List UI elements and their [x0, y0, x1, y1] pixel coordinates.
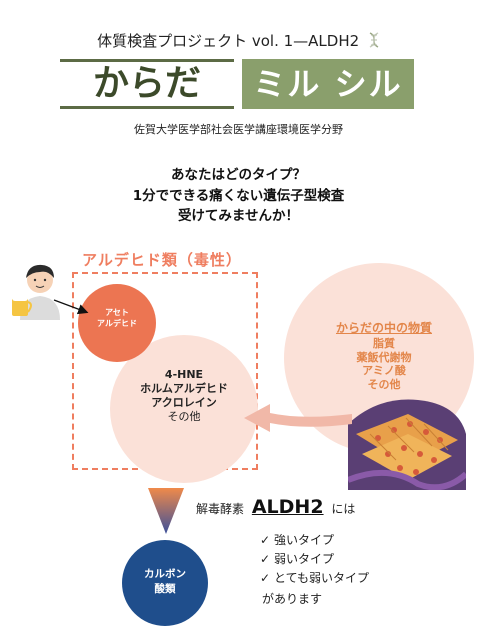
title-text: 体質検査プロジェクト	[97, 32, 248, 50]
aldehyde-item: 4-HNE	[164, 368, 204, 381]
carboxylic-acid-circle	[122, 540, 208, 626]
enzyme-prefix: 解毒酵素	[196, 502, 245, 516]
aldehyde-pink-circle	[110, 335, 258, 483]
banner-mirushiru: ミル シル	[242, 59, 414, 109]
aldehyde-list: 4-HNE ホルムアルデヒド アクロレイン その他	[110, 368, 258, 424]
check-icon: ✓	[260, 533, 271, 547]
type-item: ✓強いタイプ	[260, 531, 369, 550]
aldehyde-item: アクロレイン	[151, 396, 217, 409]
intro-line-2: 1分でできる痛くない遺伝子型検査	[132, 188, 345, 204]
acetaldehyde-line: アセト	[105, 308, 129, 317]
body-item: その他	[367, 377, 401, 391]
aldehyde-label: アルデヒド類（毒性）	[82, 251, 242, 269]
affiliation: 佐賀大学医学部社会医学講座環境医学分野	[134, 123, 343, 136]
body-item: 薬飯代謝物	[356, 350, 412, 364]
enzyme-name: ALDH2	[251, 496, 324, 518]
person-with-beer-icon	[12, 264, 60, 320]
type-item: ✓とても弱いタイプ	[260, 569, 369, 588]
type-tail: があります	[262, 592, 323, 606]
type-label: 弱いタイプ	[274, 552, 335, 566]
project-title: 体質検査プロジェクト vol. 1—ALDH2	[0, 30, 477, 51]
check-icon: ✓	[260, 552, 271, 566]
carboxylic-acid-line: カルボン	[144, 568, 186, 580]
acetaldehyde-circle	[78, 284, 156, 362]
banner-karada: からだ	[60, 59, 234, 109]
flow-down-triangle	[148, 488, 184, 534]
body-item: アミノ酸	[362, 364, 406, 377]
body-substances-list: 脂質 薬飯代謝物 アミノ酸 その他	[296, 337, 472, 391]
cells-illustration	[348, 399, 466, 490]
type-list: ✓強いタイプ ✓弱いタイプ ✓とても弱いタイプ	[260, 531, 369, 588]
body-item: 脂質	[373, 337, 395, 350]
subtitle-text: vol. 1—ALDH2	[251, 32, 360, 50]
carboxylic-acid-label: カルボン 酸類	[122, 567, 208, 597]
check-icon: ✓	[260, 571, 271, 585]
aldehyde-item: その他	[167, 410, 201, 423]
intro-line-1: あなたはどのタイプ？	[171, 167, 306, 183]
type-label: 強いタイプ	[274, 533, 335, 547]
enzyme-suffix: には	[331, 502, 356, 516]
intro-line-3: 受けてみませんか！	[177, 208, 300, 224]
aldehyde-item: ホルムアルデヒド	[140, 382, 228, 395]
dna-icon	[369, 32, 379, 48]
type-label: とても弱いタイプ	[274, 571, 370, 585]
acetaldehyde-label: アセト アルデヒド	[78, 307, 156, 329]
carboxylic-acid-line: 酸類	[154, 583, 176, 595]
body-substances-label: からだの中の物質	[335, 321, 432, 335]
enzyme-line: 解毒酵素 ALDH2 には	[196, 496, 355, 518]
type-item: ✓弱いタイプ	[260, 550, 369, 569]
acetaldehyde-line: アルデヒド	[97, 319, 137, 328]
